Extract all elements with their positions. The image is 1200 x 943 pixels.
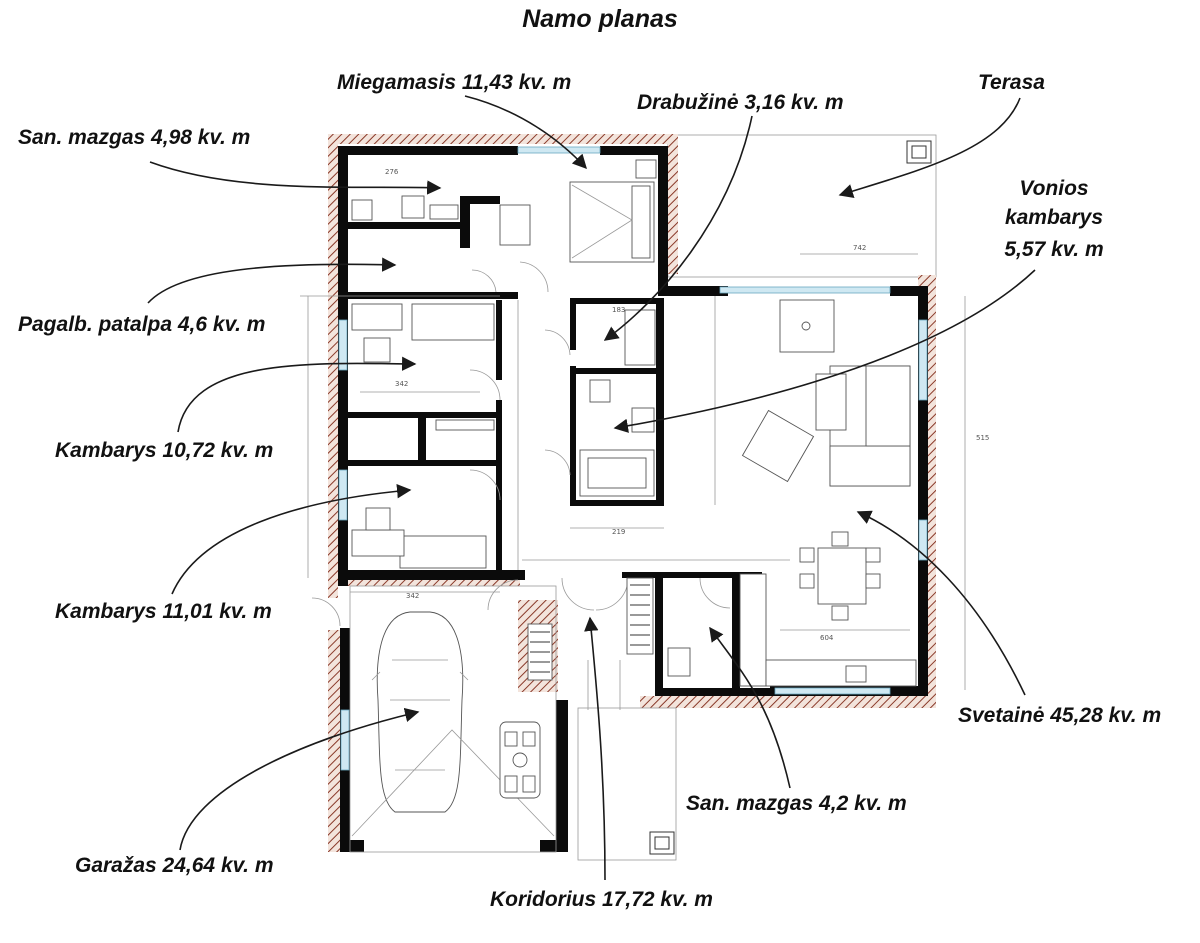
label-kambarys-1: Kambarys 10,72 kv. m [55, 439, 273, 462]
svg-text:604: 604 [820, 634, 834, 642]
page-title: Namo planas [522, 5, 678, 33]
quad-bike-icon [499, 721, 541, 799]
label-koridorius: Koridorius 17,72 kv. m [490, 888, 713, 911]
arrow-kambarys-2 [171, 484, 412, 595]
room-labels: Miegamasis 11,43 kv. m Drabužinė 3,16 kv… [18, 71, 1161, 911]
armchair [741, 409, 815, 483]
arrow-pagalb [147, 257, 397, 304]
svg-text:276: 276 [385, 168, 399, 176]
arrow-terasa [838, 97, 1021, 199]
label-garazas: Garažas 24,64 kv. m [75, 854, 274, 877]
label-vonios-line1: Vonios [1019, 177, 1088, 200]
arrow-san-mazgas-2 [709, 626, 791, 789]
label-drabuzine: Drabužinė 3,16 kv. m [637, 91, 844, 114]
svg-text:183: 183 [612, 306, 625, 314]
dining-table [817, 547, 867, 605]
label-svetaine: Svetainė 45,28 kv. m [958, 704, 1161, 727]
svg-text:515: 515 [976, 434, 989, 442]
arrow-garazas [179, 707, 420, 851]
arrow-svetaine [856, 510, 1026, 696]
terrace-outline [667, 134, 937, 278]
arrow-kambarys-1 [177, 356, 417, 433]
label-san-mazgas-1: San. mazgas 4,98 kv. m [18, 126, 250, 149]
label-vonios-line3: 5,57 kv. m [1004, 238, 1103, 261]
label-miegamasis: Miegamasis 11,43 kv. m [337, 71, 571, 94]
svg-text:219: 219 [612, 528, 625, 536]
kitchen-counter [739, 573, 767, 687]
svg-text:342: 342 [406, 592, 419, 600]
arrow-san-mazgas-1 [149, 161, 442, 195]
svg-text:342: 342 [395, 380, 408, 388]
label-kambarys-2: Kambarys 11,01 kv. m [55, 600, 272, 623]
plan-graphic: 276 183 342 219 742 604 342 515 [300, 134, 989, 861]
arrow-koridorius [584, 616, 606, 881]
callout-arrows [147, 95, 1036, 881]
label-vonios-line2: kambarys [1005, 206, 1103, 229]
terrace-post [906, 140, 932, 164]
label-san-mazgas-2: San. mazgas 4,2 kv. m [686, 792, 907, 815]
car-icon [371, 611, 469, 813]
arrow-drabuzine [603, 115, 753, 341]
svg-text:742: 742 [853, 244, 866, 252]
label-pagalb: Pagalb. patalpa 4,6 kv. m [18, 313, 265, 336]
label-terasa: Terasa [978, 71, 1045, 94]
radiator [626, 577, 654, 655]
arrow-vonios [613, 269, 1036, 433]
arrow-miegamasis [464, 95, 587, 170]
